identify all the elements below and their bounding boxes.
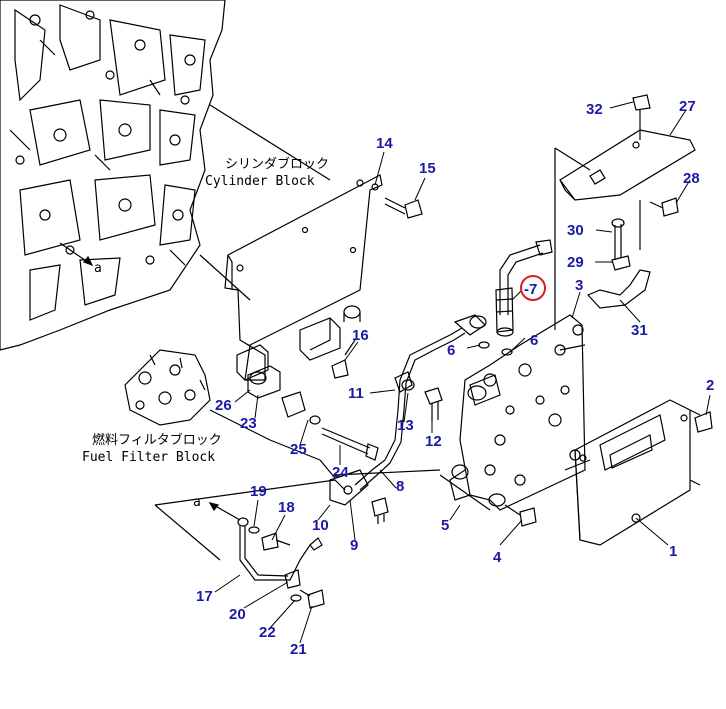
bolt-part-18 — [261, 532, 291, 551]
spacer-part-16 — [299, 305, 361, 361]
ref-a-bottom: a — [193, 495, 201, 510]
callout-8: 8 — [396, 478, 404, 495]
washer-part-22 — [290, 594, 302, 602]
callout-20: 20 — [229, 606, 246, 623]
cylinder-block-en-label: Cylinder Block — [205, 174, 315, 189]
leader-lines — [214, 101, 711, 644]
callout-17: 17 — [196, 588, 213, 605]
support-bracket-part-31 — [586, 218, 651, 309]
callout-11: 11 — [348, 385, 364, 402]
spacer-part-23 — [236, 344, 281, 399]
fuel-filter-en-label: Fuel Filter Block — [82, 450, 215, 465]
callout-5: 5 — [441, 517, 449, 534]
fuel-filter-block-drawing — [124, 349, 211, 426]
cover-bracket-part-27 — [559, 94, 696, 201]
callout-24: 24 — [332, 464, 349, 481]
mounting-plate-part-3 — [449, 314, 591, 511]
callout-31: 31 — [631, 322, 648, 339]
bracket-part-9 — [329, 469, 389, 524]
callout-30: 30 — [567, 222, 584, 239]
ground-wire-part-17 — [208, 502, 323, 589]
bolt-part-4 — [504, 504, 537, 527]
callout-28: 28 — [683, 170, 700, 187]
bracket-plate-part-14 — [224, 174, 383, 381]
callout-4: 4 — [493, 549, 502, 566]
callout-23: 23 — [240, 415, 257, 432]
callout-6-left: 6 — [447, 342, 455, 359]
callout-7: -7 — [524, 281, 537, 298]
callout-10: 10 — [312, 517, 329, 534]
callout-22: 22 — [259, 624, 276, 641]
cylinder-block-drawing — [0, 0, 226, 351]
callout-15: 15 — [419, 160, 436, 177]
callout-6-right: 6 — [530, 332, 538, 349]
controller-unit-part-1 — [574, 399, 701, 546]
fuel-pipe-part-8 — [354, 314, 487, 491]
callout-9: 9 — [350, 537, 358, 554]
callout-29: 29 — [567, 254, 584, 271]
fuel-pipe-part-7 — [478, 239, 553, 356]
filter-bracket-part-25 — [281, 391, 321, 425]
callout-2: 2 — [706, 377, 714, 394]
callout-13: 13 — [397, 417, 414, 434]
callout-1: 1 — [669, 543, 677, 560]
callout-27: 27 — [679, 98, 696, 115]
bolt-part-12 — [424, 387, 443, 422]
callout-16: 16 — [352, 327, 369, 344]
callout-19: 19 — [250, 483, 267, 500]
washer-part-19 — [248, 526, 260, 534]
callout-3: 3 — [575, 277, 583, 294]
bolt-part-28 — [649, 197, 679, 217]
callout-14: 14 — [376, 135, 393, 152]
bolt-part-15 — [384, 197, 423, 219]
fuel-filter-jp-label: 燃料フィルタブロック — [92, 432, 222, 448]
callout-26: 26 — [215, 397, 232, 414]
callout-21: 21 — [290, 641, 307, 658]
callout-12: 12 — [425, 433, 442, 450]
bolt-part-2 — [694, 411, 713, 433]
callout-32: 32 — [586, 101, 603, 118]
callout-18: 18 — [278, 499, 295, 516]
bolt-part-16 — [331, 339, 356, 379]
ref-a-top: a — [94, 261, 102, 276]
long-bolt-part-24 — [321, 427, 379, 461]
bolt-part-21 — [299, 589, 325, 609]
callout-25: 25 — [290, 441, 307, 458]
highlight-ring — [520, 275, 546, 301]
cylinder-block-jp-label: シリンダブロック — [225, 156, 329, 172]
